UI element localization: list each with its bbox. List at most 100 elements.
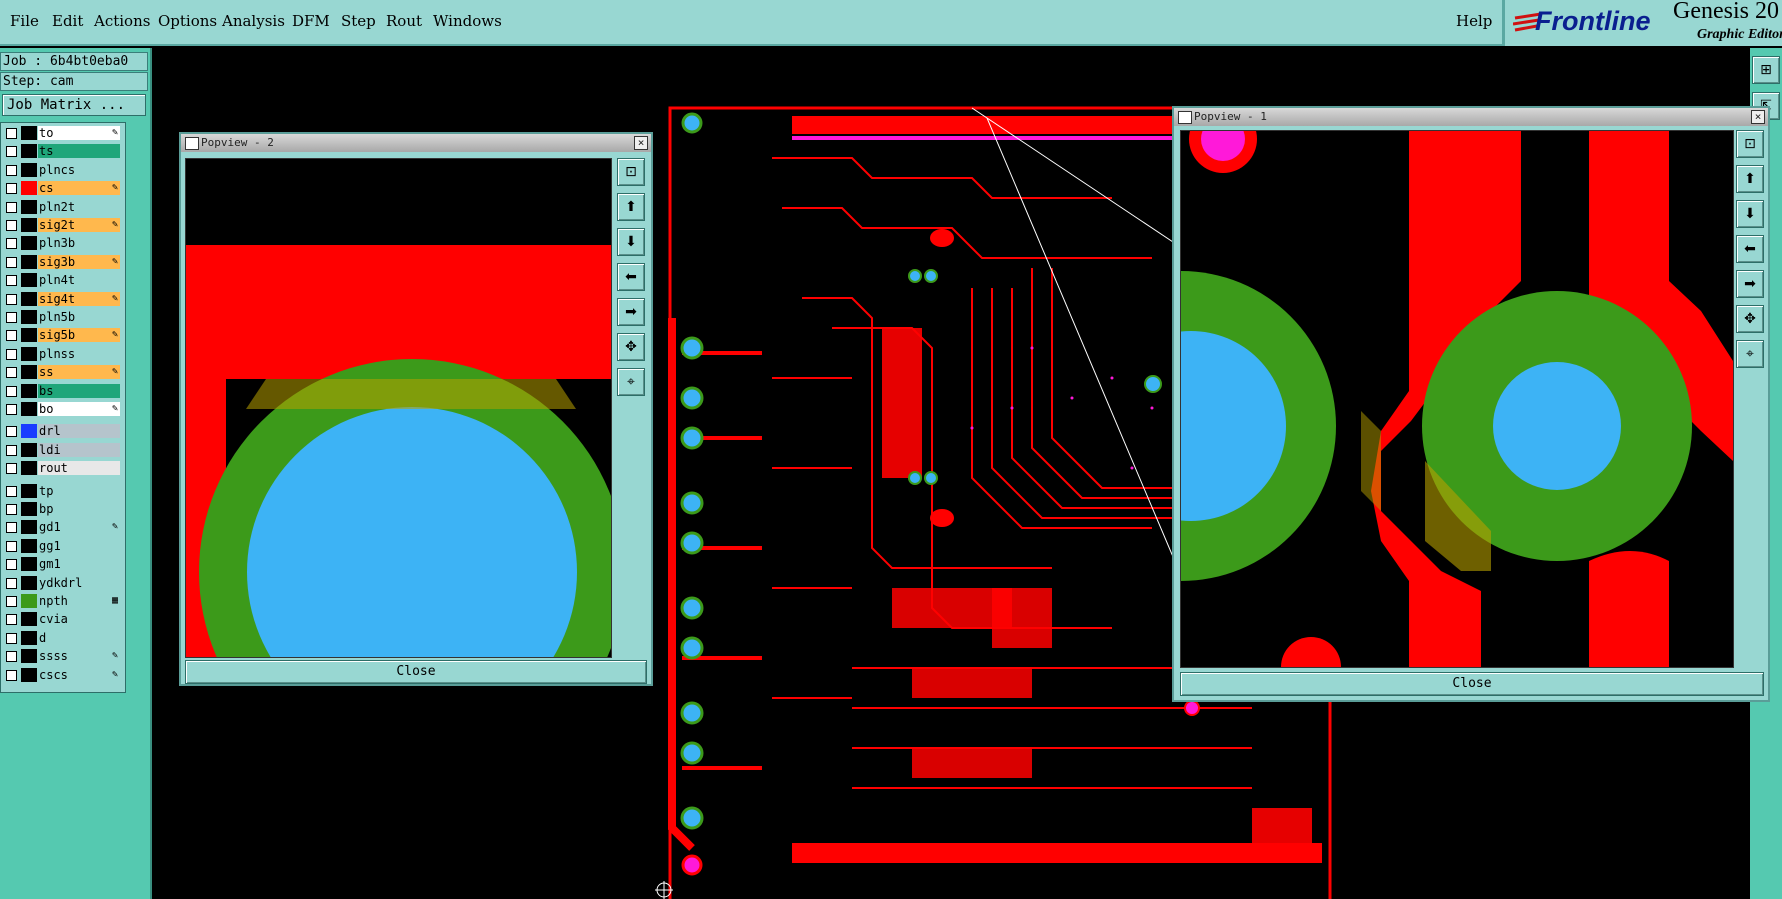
- layer-checkbox[interactable]: [6, 614, 17, 626]
- layer-name[interactable]: plnss: [38, 346, 120, 361]
- layer-color-swatch[interactable]: [21, 461, 37, 476]
- layer-color-swatch[interactable]: [21, 538, 37, 553]
- layer-color-swatch[interactable]: [21, 424, 37, 439]
- menu-step[interactable]: Step: [341, 12, 376, 30]
- layer-row-sig4t[interactable]: sig4t✎: [1, 291, 125, 307]
- layer-row-plncs[interactable]: plncs: [1, 162, 125, 178]
- menu-dfm[interactable]: DFM: [292, 12, 330, 30]
- zoom-fit-icon[interactable]: ⌖: [1736, 340, 1764, 368]
- popview-2-titlebar[interactable]: Popview - 2 ×: [181, 134, 651, 152]
- layer-name[interactable]: pln2t: [38, 199, 120, 214]
- layer-name[interactable]: ydkdrl: [38, 575, 120, 590]
- pan-left-icon[interactable]: ⬅: [1736, 235, 1764, 263]
- layer-row-sig2t[interactable]: sig2t✎: [1, 217, 125, 233]
- layer-color-swatch[interactable]: [21, 612, 37, 627]
- menu-edit[interactable]: Edit: [52, 12, 84, 30]
- popview-2-canvas[interactable]: [185, 158, 612, 658]
- job-matrix-button[interactable]: Job Matrix ...: [2, 94, 146, 116]
- layer-color-swatch[interactable]: [21, 649, 37, 664]
- layer-checkbox[interactable]: [6, 293, 17, 305]
- layer-row-bs[interactable]: bs: [1, 383, 125, 399]
- zoom-fit-icon[interactable]: ⌖: [617, 368, 645, 396]
- layer-row-pln2t[interactable]: pln2t: [1, 199, 125, 215]
- layer-color-swatch[interactable]: [21, 328, 37, 343]
- layer-name[interactable]: ssss✎: [38, 649, 120, 664]
- layer-row-ydkdrl[interactable]: ydkdrl: [1, 575, 125, 591]
- layer-name[interactable]: plncs: [38, 162, 120, 177]
- layer-color-swatch[interactable]: [21, 402, 37, 416]
- layer-name[interactable]: sig3b✎: [38, 254, 120, 269]
- layer-checkbox[interactable]: [6, 330, 17, 342]
- layer-row-ts[interactable]: ts: [1, 143, 125, 159]
- layer-color-swatch[interactable]: [21, 310, 37, 324]
- zoom-out-icon[interactable]: ✥: [617, 333, 645, 361]
- layer-checkbox[interactable]: [6, 669, 17, 681]
- layer-checkbox[interactable]: [6, 463, 17, 475]
- layer-color-swatch[interactable]: [21, 520, 37, 535]
- pan-right-icon[interactable]: ➡: [617, 298, 645, 326]
- layer-name[interactable]: sig4t✎: [38, 291, 120, 306]
- layer-color-swatch[interactable]: [21, 383, 37, 398]
- layer-checkbox[interactable]: [6, 164, 17, 176]
- layer-row-bo[interactable]: bo✎: [1, 401, 125, 417]
- layer-row-pln4t[interactable]: pln4t: [1, 272, 125, 288]
- layer-name[interactable]: cs✎: [38, 181, 120, 196]
- layer-row-pln3b[interactable]: pln3b: [1, 235, 125, 251]
- menu-rout[interactable]: Rout: [386, 12, 423, 30]
- layer-row-d[interactable]: d: [1, 630, 125, 646]
- layer-color-swatch[interactable]: [21, 594, 37, 608]
- layer-row-bp[interactable]: bp: [1, 501, 125, 517]
- layer-checkbox[interactable]: [6, 651, 17, 663]
- layer-checkbox[interactable]: [6, 522, 17, 534]
- layer-row-plnss[interactable]: plnss: [1, 346, 125, 362]
- pan-left-icon[interactable]: ⬅: [617, 263, 645, 291]
- layer-checkbox[interactable]: [6, 540, 17, 552]
- layer-name[interactable]: to✎: [38, 126, 120, 140]
- layer-name[interactable]: gg1: [38, 538, 120, 553]
- layer-row-npth[interactable]: npth▦: [1, 593, 125, 609]
- popview-2-close-button[interactable]: Close: [185, 660, 647, 684]
- layer-row-cvia[interactable]: cvia: [1, 611, 125, 627]
- layer-checkbox[interactable]: [6, 256, 17, 268]
- pan-up-icon[interactable]: ⬆: [617, 193, 645, 221]
- menu-file[interactable]: File: [10, 12, 39, 30]
- layer-name[interactable]: sig5b✎: [38, 328, 120, 343]
- pan-down-icon[interactable]: ⬇: [1736, 200, 1764, 228]
- layer-row-gd1[interactable]: gd1✎: [1, 519, 125, 535]
- layer-row-gm1[interactable]: gm1: [1, 556, 125, 572]
- layer-row-cscs[interactable]: cscs✎: [1, 667, 125, 683]
- layer-checkbox[interactable]: [6, 275, 17, 287]
- layer-checkbox[interactable]: [6, 312, 17, 323]
- layer-name[interactable]: bs: [38, 383, 120, 398]
- layer-row-drl[interactable]: drl: [1, 423, 125, 439]
- layer-color-swatch[interactable]: [21, 575, 37, 590]
- layer-row-pln5b[interactable]: pln5b: [1, 309, 125, 325]
- layer-color-swatch[interactable]: [21, 442, 37, 457]
- layer-row-to[interactable]: to✎: [1, 125, 125, 141]
- menu-actions[interactable]: Actions: [94, 12, 151, 30]
- layer-row-ss[interactable]: ss✎: [1, 364, 125, 380]
- layer-name[interactable]: gd1✎: [38, 520, 120, 535]
- layer-checkbox[interactable]: [6, 238, 17, 250]
- popview-1-close-button[interactable]: Close: [1180, 672, 1764, 696]
- layer-checkbox[interactable]: [6, 444, 17, 456]
- layer-checkbox[interactable]: [6, 128, 17, 139]
- layer-name[interactable]: pln3b: [38, 236, 120, 251]
- layer-name[interactable]: cscs✎: [38, 667, 120, 682]
- layer-name[interactable]: d: [38, 630, 120, 645]
- layer-color-swatch[interactable]: [21, 483, 37, 498]
- layer-color-swatch[interactable]: [21, 630, 37, 645]
- layer-color-swatch[interactable]: [21, 218, 37, 232]
- layer-color-swatch[interactable]: [21, 291, 37, 306]
- popview-1-titlebar[interactable]: Popview - 1 ×: [1174, 108, 1768, 126]
- layer-row-sig3b[interactable]: sig3b✎: [1, 254, 125, 270]
- layer-name[interactable]: ss✎: [38, 365, 120, 380]
- toolbar-zoom-icon[interactable]: ⊞: [1752, 56, 1780, 84]
- layer-name[interactable]: drl: [38, 424, 120, 439]
- layer-checkbox[interactable]: [6, 404, 17, 415]
- layer-row-tp[interactable]: tp: [1, 483, 125, 499]
- menu-analysis[interactable]: Analysis: [222, 12, 285, 30]
- layer-name[interactable]: pln5b: [38, 310, 120, 324]
- layer-row-rout[interactable]: rout: [1, 460, 125, 476]
- layer-color-swatch[interactable]: [21, 667, 37, 682]
